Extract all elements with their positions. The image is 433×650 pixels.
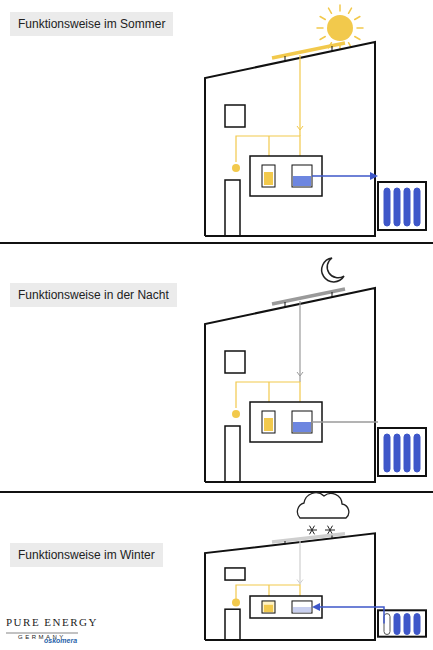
hydrogen-tank [414,188,420,226]
sun-ray [355,37,360,40]
battery [262,601,275,613]
caption-box: Funktionsweise im Sommer [10,12,173,36]
battery [262,165,275,187]
electrolyser [292,165,312,187]
house-outline [205,42,375,236]
hydrogen-tank [404,188,410,226]
light-bulb [232,599,240,607]
light-bulb [232,410,240,418]
panel-stand [332,46,333,52]
arrowhead [312,603,320,611]
logo-wordmark: PURE ENERGY [6,617,98,628]
arrowhead [297,372,303,376]
panel-stand [285,56,286,62]
tank-cabinet [378,610,426,636]
house-outline [205,533,375,640]
storage-unit [250,156,322,196]
electrolyser [292,601,312,613]
house-scene [205,288,426,482]
moon-icon [322,258,344,282]
separator-line [0,491,433,493]
electrolyser-water [293,422,311,432]
panel-stand [285,302,286,308]
power-wire [299,301,300,382]
door [225,426,240,482]
battery-charge [264,605,273,612]
electrolyser-water [293,176,311,186]
window [225,105,245,127]
storage-unit [250,402,322,442]
sun-ray [320,17,325,20]
snowflake-stroke [310,526,315,535]
power-wire [268,382,269,402]
hydrogen-tank [404,614,410,635]
window [225,568,245,580]
light-bulb [232,164,240,172]
cloud-icon [297,493,348,535]
snowflake [307,526,317,535]
power-wire [299,540,300,585]
caption-text: Funktionsweise im Sommer [18,17,165,31]
battery-charge [264,172,273,185]
caption-box: Funktionsweise im Winter [10,543,163,567]
battery-charge [264,418,273,431]
hydrogen-flow [312,175,372,177]
power-wire [268,585,269,596]
sun-ray [329,8,332,13]
panel-stand [285,541,286,544]
snowflake [325,526,335,535]
hydrogen-tank [394,614,400,635]
hydrogen-tank [394,434,400,472]
storage-unit [250,596,322,618]
sun-ray [357,27,363,29]
sun-ray [355,17,360,20]
snowflake-stroke [310,526,315,535]
snowflake-stroke [328,526,333,535]
power-wire [268,136,269,156]
panel-stand [332,292,333,298]
electrolyser [292,411,312,433]
separator-line [0,242,433,244]
electrolyser-water [293,607,311,613]
sun-ray [339,5,341,11]
hydrogen-flow [318,607,384,624]
hydrogen-tank [384,188,390,226]
arrowhead [370,172,378,180]
sun-disc [327,15,353,41]
cloud-outline [297,493,348,518]
solar-panel [272,534,345,542]
house-scene [205,533,426,640]
hydrogen-tank [414,434,420,472]
hydrogen-line [312,421,378,422]
tank-cabinet [378,428,426,476]
sun-ray [349,8,352,13]
sun-ray [320,37,325,40]
power-wire [299,55,300,136]
panel-stand [332,536,333,539]
tank-cabinet [378,182,426,230]
solar-panel [272,43,345,58]
logo-rule [6,633,78,634]
arrowhead [297,126,303,130]
caption-text: Funktionsweise in der Nacht [18,288,169,302]
caption-box: Funktionsweise in der Nacht [10,283,177,307]
snowflake-stroke [328,526,333,535]
hydrogen-tank [384,434,390,472]
caption-text: Funktionsweise im Winter [18,548,155,562]
window [225,351,245,373]
battery [262,411,275,433]
door [225,180,240,236]
door [225,609,240,640]
hydrogen-tank [394,188,400,226]
house-scene [205,42,426,236]
hydrogen-tank [404,434,410,472]
sun-ray [317,27,323,29]
logo-brand: oskomera [44,637,77,644]
arrowhead [297,580,303,584]
hydrogen-tank [384,614,390,635]
house-outline [205,288,375,482]
solar-panel [272,289,345,304]
hydrogen-tank [414,614,420,635]
